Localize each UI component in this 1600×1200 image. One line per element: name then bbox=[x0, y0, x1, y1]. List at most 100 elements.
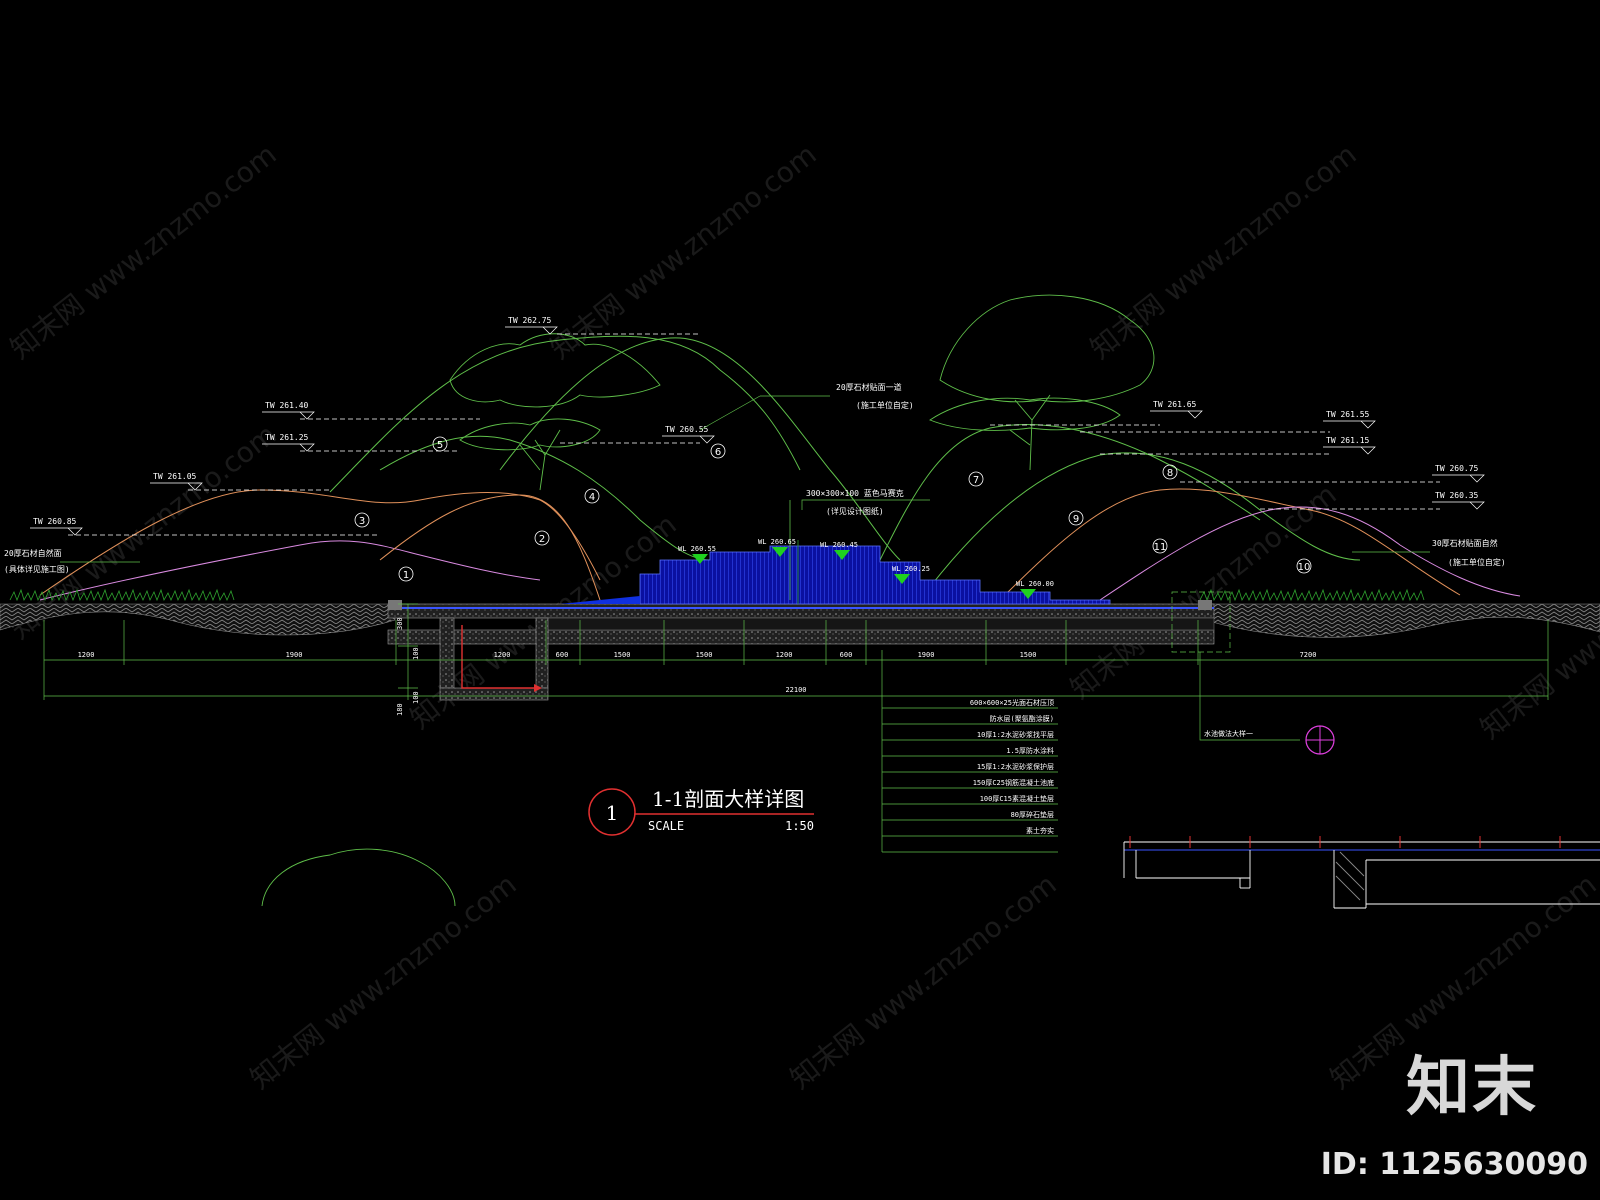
svg-text:5: 5 bbox=[437, 440, 443, 451]
watermark: 知末网 www.znzmo.com bbox=[244, 868, 523, 1096]
scale-label: SCALE bbox=[648, 819, 684, 833]
mound-number: 7 bbox=[968, 471, 984, 487]
mound-number: 5 bbox=[432, 436, 448, 452]
sump-pipe bbox=[461, 625, 534, 689]
svg-text:1500: 1500 bbox=[614, 651, 631, 659]
mound-outline-2 bbox=[379, 494, 601, 601]
elevation-marker: TW 260.85 bbox=[30, 517, 380, 536]
mound-number: 1 bbox=[398, 566, 414, 582]
pool-slab bbox=[387, 603, 1215, 619]
svg-text:7200: 7200 bbox=[1300, 651, 1317, 659]
elevation-label: TW 260.55 bbox=[665, 425, 709, 434]
layer-spec-table: 600×600×25光面石材压顶 防水层(聚氨酯涂膜) 10厚1:2水泥砂浆找平… bbox=[881, 650, 1058, 853]
partial-detail bbox=[1123, 836, 1600, 909]
sump-wall-left bbox=[439, 617, 455, 689]
layer-spec: 150厚C25钢筋混凝土池底 bbox=[973, 778, 1054, 787]
elevation-marker: TW 261.15 bbox=[1100, 436, 1376, 455]
elevation-marker: TW 261.25 bbox=[262, 433, 460, 452]
layer-spec: 10厚1:2水泥砂浆找平层 bbox=[977, 730, 1054, 739]
elevation-label: TW 261.25 bbox=[265, 433, 309, 442]
mound-outline-11 bbox=[1099, 506, 1521, 601]
water-level-label: WL 260.55 bbox=[678, 545, 716, 553]
elevation-label: TW 261.05 bbox=[153, 472, 197, 481]
brand-logo: 知末 bbox=[1406, 1051, 1538, 1125]
svg-text:300: 300 bbox=[396, 617, 404, 630]
callout-text: (详见设计图纸) bbox=[826, 506, 884, 516]
svg-text:10: 10 bbox=[1298, 562, 1311, 573]
mound-number: 2 bbox=[534, 530, 550, 546]
edge-right bbox=[1198, 600, 1212, 610]
svg-text:1900: 1900 bbox=[286, 651, 303, 659]
drawing-title: 1 1-1剖面大样详图 SCALE 1:50 bbox=[588, 787, 814, 836]
elevation-label: TW 261.65 bbox=[1153, 400, 1197, 409]
mound-outline-8 bbox=[919, 452, 1361, 601]
layer-spec: 15厚1:2水泥砂浆保护层 bbox=[977, 762, 1054, 771]
svg-text:1: 1 bbox=[403, 570, 409, 581]
svg-text:7: 7 bbox=[973, 475, 979, 486]
svg-text:100: 100 bbox=[412, 691, 420, 704]
ground-section bbox=[0, 600, 1600, 701]
water-level-label: WL 260.65 bbox=[758, 538, 796, 546]
elevation-label: TW 261.40 bbox=[265, 401, 309, 410]
elevation-marker: TW 261.40 bbox=[262, 401, 480, 420]
svg-text:600: 600 bbox=[556, 651, 569, 659]
tree-left bbox=[449, 333, 661, 491]
layer-spec: 素土夯实 bbox=[1026, 826, 1054, 835]
water-level-marker: WL 260.25 bbox=[892, 565, 930, 584]
layer-spec: 80厚碎石垫层 bbox=[1011, 810, 1054, 819]
mound-number: 10 bbox=[1296, 558, 1312, 574]
title-text: 1-1剖面大样详图 bbox=[652, 787, 804, 811]
svg-text:6: 6 bbox=[715, 447, 721, 458]
soil-left bbox=[0, 603, 396, 636]
edge-left bbox=[388, 600, 402, 610]
mound-number: 3 bbox=[354, 512, 370, 528]
layer-spec: 100厚C15素混凝土垫层 bbox=[980, 794, 1054, 803]
elevation-label: TW 260.35 bbox=[1435, 491, 1479, 500]
water-level-label: WL 260.00 bbox=[1016, 580, 1054, 588]
elevation-markers: TW 262.75 TW 261.40 TW 261.25 TW 261.05 … bbox=[30, 316, 1485, 536]
mound-outline-4 bbox=[379, 435, 711, 561]
water-level-marker: WL 260.65 bbox=[758, 538, 796, 557]
svg-text:180: 180 bbox=[396, 703, 404, 716]
callouts: 20厚石材自然面 (具体详见施工图) 20厚石材贴面一道 (施工单位自定) 30… bbox=[4, 382, 1506, 574]
shrub-bottom bbox=[261, 848, 456, 907]
elevation-label: TW 262.75 bbox=[508, 316, 552, 325]
watermark: 知末网 www.znzmo.com bbox=[784, 868, 1063, 1096]
mound-number: 9 bbox=[1068, 510, 1084, 526]
watermark: 知末网 www.znzmo.com bbox=[544, 138, 823, 366]
callout-text: (施工单位自定) bbox=[856, 400, 914, 410]
svg-text:8: 8 bbox=[1167, 468, 1173, 479]
svg-text:3: 3 bbox=[359, 516, 365, 527]
svg-text:1200: 1200 bbox=[494, 651, 511, 659]
svg-text:1200: 1200 bbox=[776, 651, 793, 659]
image-id: ID: 1125630090 bbox=[1320, 1147, 1588, 1182]
watermark: 知末网 www.znzmo.com bbox=[1064, 478, 1343, 706]
mound-numbers: 1 2 3 4 5 6 7 8 9 10 11 bbox=[354, 436, 1312, 582]
elevation-marker: TW 261.65 bbox=[990, 400, 1203, 426]
mound-outline-3 bbox=[39, 489, 601, 596]
elevation-marker: TW 262.75 bbox=[505, 316, 700, 335]
svg-text:22100: 22100 bbox=[785, 686, 806, 694]
water-level-marker: WL 260.00 bbox=[1016, 580, 1054, 599]
water-level-label: WL 260.45 bbox=[820, 541, 858, 549]
water-level-markers: WL 260.55 WL 260.65 WL 260.45 WL 260.25 … bbox=[678, 538, 1054, 599]
svg-text:4: 4 bbox=[589, 492, 595, 503]
dimensions: 1200 1900 1200 600 1500 1500 1200 600 19… bbox=[43, 603, 1549, 716]
layer-spec: 1.5厚防水涂料 bbox=[1006, 746, 1054, 755]
mound-number: 11 bbox=[1152, 538, 1168, 554]
callout-text: 300×300×100 蓝色马赛克 bbox=[806, 488, 904, 498]
watermark: 知末网 www.znzmo.com bbox=[1084, 138, 1363, 366]
title-number: 1 bbox=[606, 801, 619, 825]
layer-spec: 600×600×25光面石材压顶 bbox=[970, 698, 1054, 707]
callout-text: 20厚石材自然面 bbox=[4, 548, 62, 558]
svg-text:1500: 1500 bbox=[696, 651, 713, 659]
mound-outline-7 bbox=[879, 424, 1261, 561]
water-cascade bbox=[560, 500, 1111, 605]
callout-text: 20厚石材贴面一道 bbox=[836, 382, 902, 392]
svg-text:1500: 1500 bbox=[1020, 651, 1037, 659]
mound-number: 6 bbox=[710, 443, 726, 459]
callout-text: (具体详见施工图) bbox=[4, 564, 70, 574]
mound-outline-1 bbox=[39, 540, 541, 601]
elevation-label: TW 260.85 bbox=[33, 517, 77, 526]
detail-ref-text: 水池做法大样一 bbox=[1204, 729, 1253, 738]
